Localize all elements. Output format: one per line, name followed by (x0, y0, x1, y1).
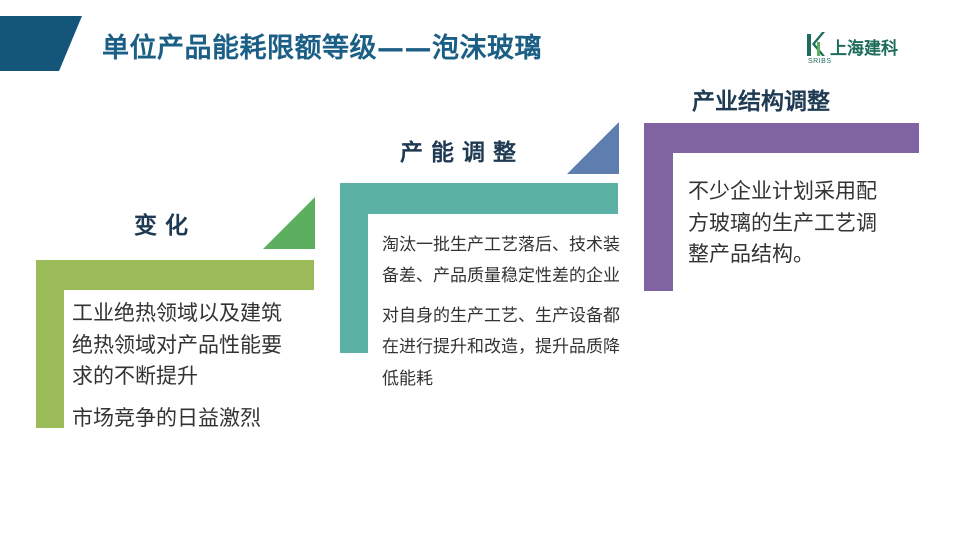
logo-name: 上海建科 (830, 39, 898, 59)
block1-text: 工业绝热领域以及建筑绝热领域对产品性能要求的不断提升 市场竞争的日益激烈 (72, 298, 292, 434)
block3-content-bg (673, 153, 933, 303)
block2-paragraph-1: 淘汰一批生产工艺落后、技术装备差、产品质量稳定性差的企业 (382, 235, 620, 287)
block2-content-bg (368, 214, 638, 444)
block2-text: 淘汰一批生产工艺落后、技术装备差、产品质量稳定性差的企业 对自身的生产工艺、生产… (382, 230, 622, 395)
logo-sub: SRIBS (808, 58, 832, 65)
block1-paragraph-1: 工业绝热领域以及建筑绝热领域对产品性能要求的不断提升 (72, 301, 282, 388)
block1-paragraph-2: 市场竞争的日益激烈 (72, 405, 261, 430)
title-banner (0, 16, 82, 71)
block1-heading: 变 化 (134, 213, 189, 239)
block1-content-bg (64, 290, 324, 470)
logo-mark-icon (807, 32, 825, 56)
block2-corner-triangle (567, 122, 619, 174)
sribs-logo: 上海建科 SRIBS (806, 30, 916, 70)
block3-heading: 产业结构调整 (692, 89, 830, 115)
block2-heading: 产 能 调 整 (400, 140, 517, 166)
block3-text: 不少企业计划采用配方玻璃的生产工艺调整产品结构。 (688, 176, 888, 271)
page-title: 单位产品能耗限额等级——泡沫玻璃 (102, 33, 542, 64)
block1-corner-triangle (263, 197, 315, 249)
block2-paragraph-2: 对自身的生产工艺、生产设备都在进行提升和改造，提升品质降低能耗 (382, 305, 620, 389)
block3-paragraph-1: 不少企业计划采用配方玻璃的生产工艺调整产品结构。 (688, 179, 877, 266)
